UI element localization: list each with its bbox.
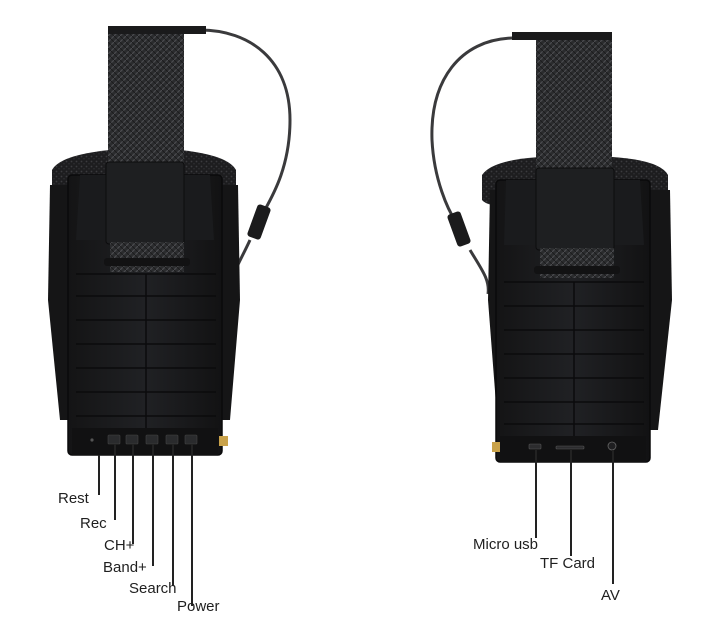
leader-band-plus <box>152 444 154 566</box>
label-av: AV <box>601 587 620 604</box>
label-rec: Rec <box>80 515 107 532</box>
leader-rec <box>114 444 116 520</box>
leader-ch-plus <box>132 444 134 544</box>
left-device <box>48 26 292 456</box>
right-device <box>430 32 672 463</box>
leader-search <box>172 444 174 586</box>
label-power: Power <box>177 598 220 615</box>
label-tf-card: TF Card <box>540 555 596 572</box>
label-search: Search <box>129 580 177 597</box>
label-band-plus: Band+ <box>103 559 147 576</box>
label-micro-usb: Micro usb <box>473 536 539 553</box>
label-ch-plus: CH+ <box>104 537 135 554</box>
leader-micro-usb <box>535 450 537 538</box>
leader-tf-card <box>570 450 572 556</box>
leader-power <box>191 444 193 606</box>
left-cable <box>199 28 292 216</box>
leader-av <box>612 450 614 584</box>
right-cable <box>430 36 513 223</box>
leader-rest <box>98 455 100 495</box>
label-rest: Rest <box>58 490 89 507</box>
